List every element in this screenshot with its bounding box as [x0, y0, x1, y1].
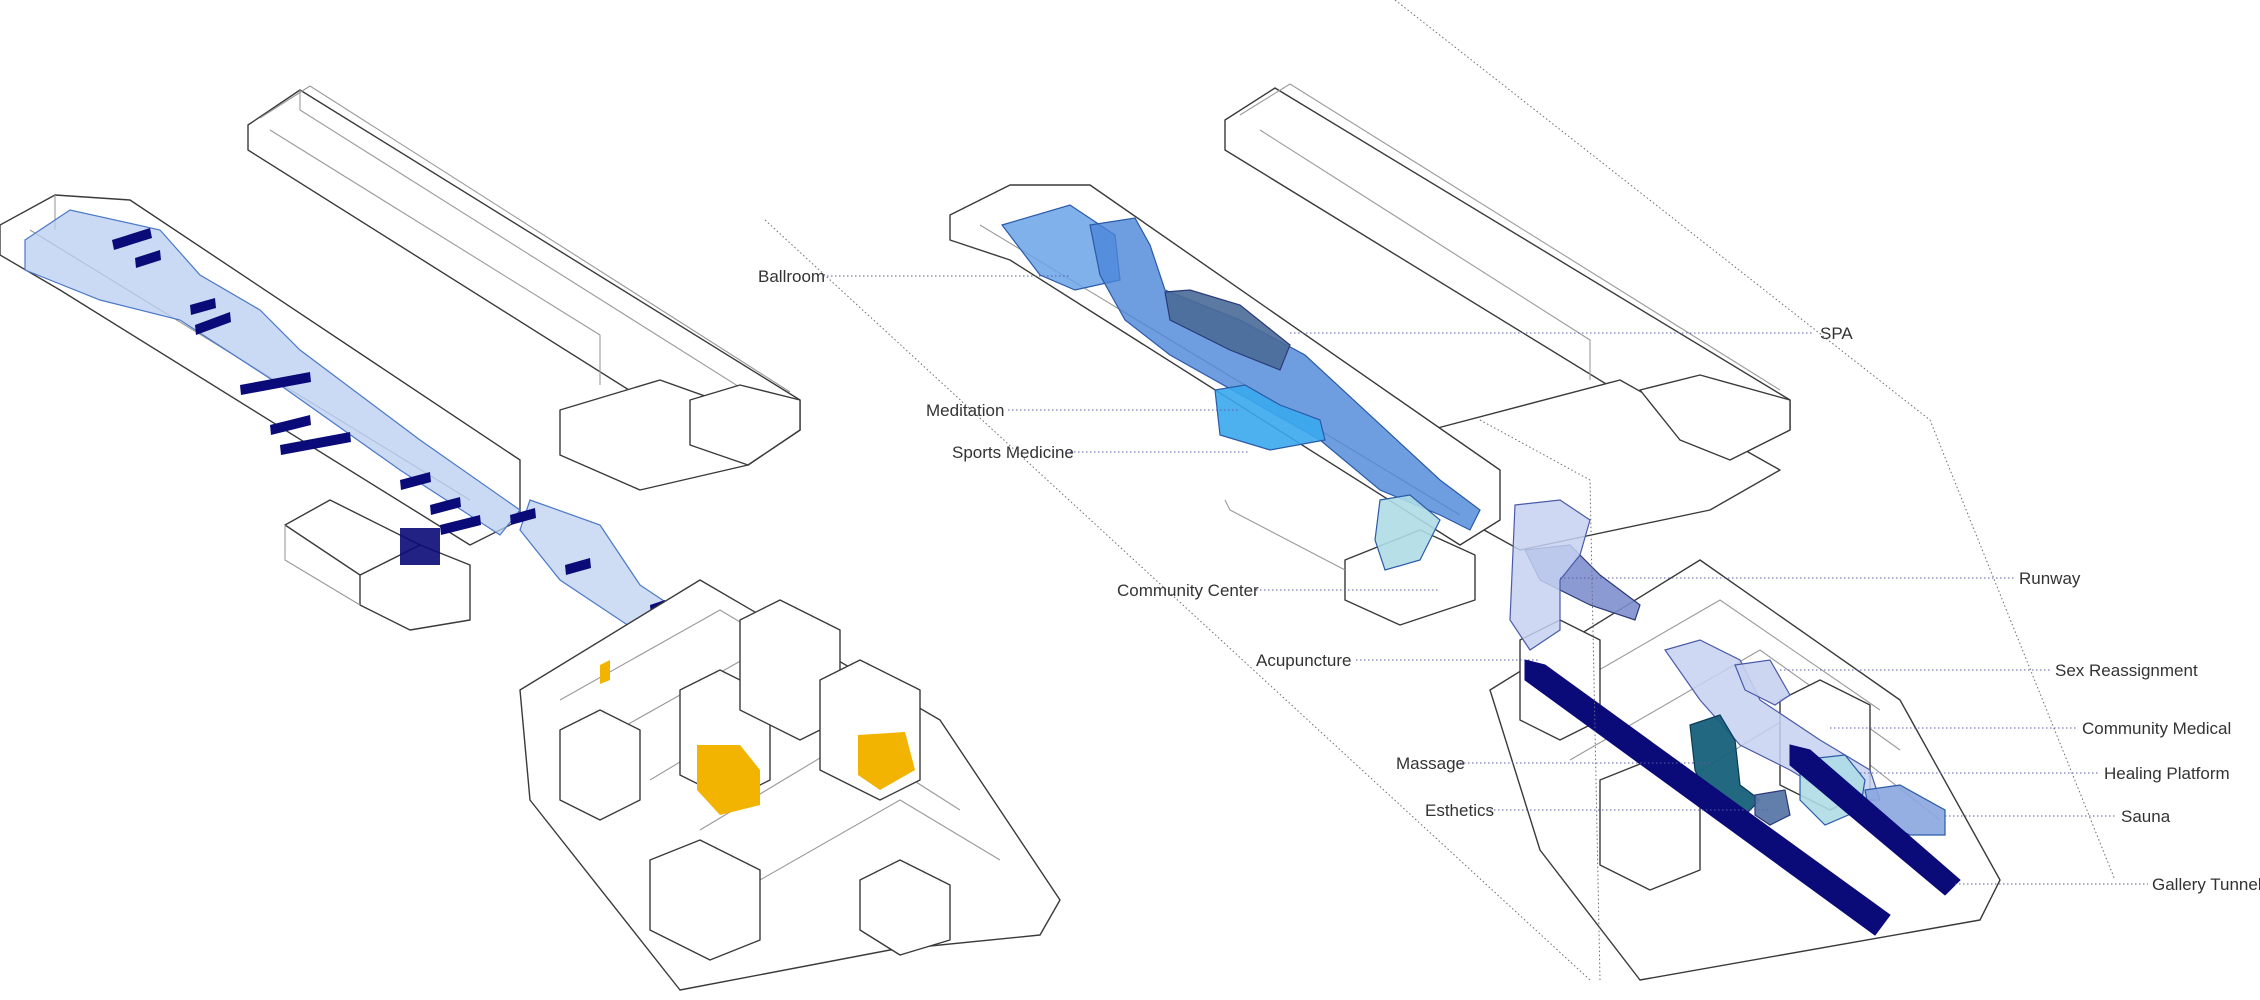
label-sports-medicine: Sports Medicine: [952, 443, 1074, 462]
right-axonometric: Ballroom SPA Meditation Sports Medicine …: [758, 0, 2260, 981]
acupuncture-route: [1509, 499, 1591, 651]
label-sauna: Sauna: [2121, 807, 2171, 826]
label-community-medical: Community Medical: [2082, 719, 2231, 738]
left-long-building: [247, 85, 801, 491]
label-meditation: Meditation: [926, 401, 1004, 420]
leader-lines: [823, 275, 2148, 885]
label-sex-reassignment: Sex Reassignment: [2055, 661, 2198, 680]
left-city-blocks: [519, 579, 1061, 991]
main-spa-route: [1089, 217, 1481, 531]
esthetics-volume: [1754, 789, 1791, 826]
label-acupuncture: Acupuncture: [1256, 651, 1351, 670]
right-programs: [1000, 204, 1961, 936]
label-ballroom: Ballroom: [758, 267, 825, 286]
guide-lines: [764, 0, 2116, 981]
community-center-volume: [1374, 494, 1441, 571]
right-city-blocks: [1489, 559, 2001, 981]
left-gold-accents: [600, 660, 915, 815]
left-axonometric: [0, 85, 1061, 991]
spa-volume: [1164, 289, 1291, 371]
right-long-building: [1224, 83, 1791, 551]
label-gallery-tunnel: Gallery Tunnel: [2152, 875, 2260, 894]
sex-reassignment-volume: [1734, 659, 1791, 706]
label-healing-platform: Healing Platform: [2104, 764, 2230, 783]
label-runway: Runway: [2019, 569, 2081, 588]
label-massage: Massage: [1396, 754, 1465, 773]
labels: Ballroom SPA Meditation Sports Medicine …: [758, 267, 2260, 894]
label-community-center: Community Center: [1117, 581, 1259, 600]
label-spa: SPA: [1820, 324, 1853, 343]
meditation-volume: [1214, 384, 1326, 451]
gallery-tunnel-left: [1524, 659, 1891, 936]
label-esthetics: Esthetics: [1425, 801, 1494, 820]
gallery-tunnel-right: [1789, 744, 1961, 896]
